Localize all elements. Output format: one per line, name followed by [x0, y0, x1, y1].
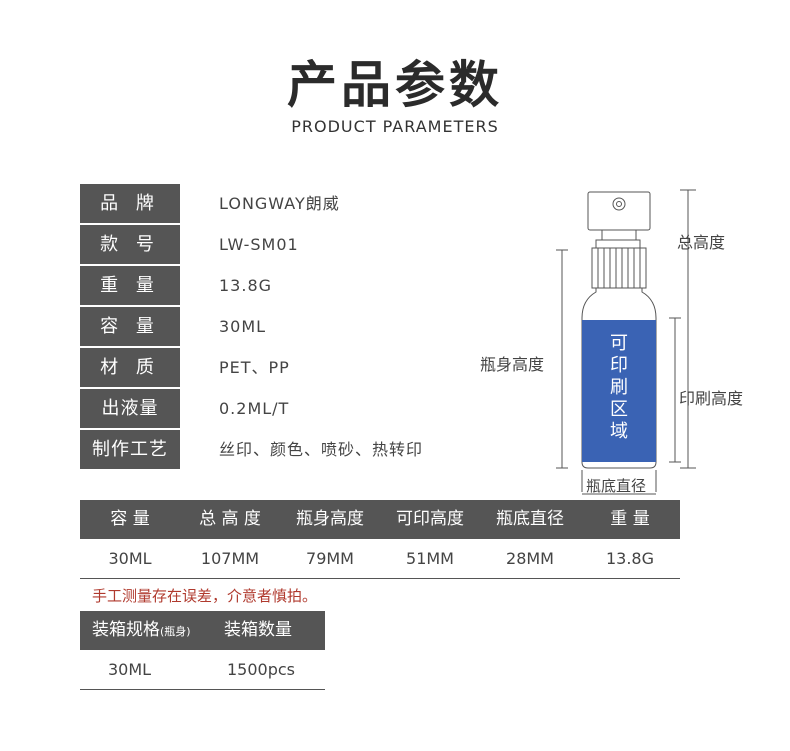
spec-value: 30ML: [219, 317, 267, 336]
bottle-diagram: 可印刷区域 总高度 瓶身高度 印刷高度 瓶底直径: [470, 180, 790, 500]
spec-row-weight: 重 量 13.8G: [80, 266, 480, 305]
spec-value: 0.2ML/T: [219, 399, 290, 418]
dim-value-cell: 107MM: [200, 549, 260, 568]
print-area-block: [582, 320, 656, 462]
dimensions-header: 容 量 总 高 度 瓶身高度 可印高度 瓶底直径 重 量: [80, 500, 680, 539]
spec-label: 出液量: [80, 389, 180, 428]
packing-spec-sub: (瓶身): [160, 625, 191, 638]
spec-value: LONGWAY朗威: [219, 194, 340, 213]
dim-header-cell: 容 量: [110, 509, 150, 529]
body-height-label: 瓶身高度: [480, 355, 545, 374]
packing-spec-value: 30ML: [108, 660, 152, 679]
spec-label: 重 量: [80, 266, 180, 305]
spec-row-material: 材 质 PET、PP: [80, 348, 480, 387]
dim-value-cell: 28MM: [506, 549, 554, 568]
spec-row-brand: 品 牌 LONGWAY朗威: [80, 184, 480, 223]
dim-value-cell: 30ML: [108, 549, 152, 568]
page-subtitle: PRODUCT PARAMETERS: [291, 117, 499, 136]
spec-label: 款 号: [80, 225, 180, 264]
packing-qty-header: 装箱数量: [224, 620, 292, 640]
total-height-label: 总高度: [677, 233, 726, 252]
spec-row-model: 款 号 LW-SM01: [80, 225, 480, 264]
spec-label: 容 量: [80, 307, 180, 346]
page-title: 产品参数: [287, 56, 503, 114]
dim-header-cell: 重 量: [610, 509, 650, 529]
spec-label: 制作工艺: [80, 430, 180, 469]
packing-header: 装箱规格(瓶身) 装箱数量: [80, 611, 325, 650]
dim-value-cell: 13.8G: [605, 549, 655, 568]
spec-row-capacity: 容 量 30ML: [80, 307, 480, 346]
measurement-note: 手工测量存在误差，介意者慎拍。: [92, 587, 318, 605]
dim-value-cell: 51MM: [406, 549, 454, 568]
spec-value: PET、PP: [219, 358, 290, 377]
dim-header-cell: 瓶底直径: [496, 509, 564, 529]
spec-label: 材 质: [80, 348, 180, 387]
spec-value: 13.8G: [219, 276, 273, 295]
packing-values: 30ML 1500pcs: [80, 651, 325, 690]
spec-value: 丝印、颜色、喷砂、热转印: [219, 440, 424, 459]
print-height-label: 印刷高度: [679, 389, 744, 408]
dim-value-cell: 79MM: [306, 549, 354, 568]
bottle-illustration-icon: [556, 189, 696, 495]
dim-header-cell: 总 高 度: [199, 509, 261, 529]
spec-label: 品 牌: [80, 184, 180, 223]
spec-row-output: 出液量 0.2ML/T: [80, 389, 480, 428]
packing-spec-header: 装箱规格(瓶身): [92, 620, 191, 640]
dim-header-cell: 瓶身高度: [296, 509, 364, 529]
spec-row-process: 制作工艺 丝印、颜色、喷砂、热转印: [80, 430, 480, 469]
dim-header-cell: 可印高度: [396, 509, 464, 529]
bottom-diameter-label: 瓶底直径: [586, 477, 647, 495]
spec-value: LW-SM01: [219, 235, 299, 254]
print-area-label: 可印刷区域: [610, 333, 628, 442]
packing-qty-value: 1500pcs: [227, 660, 296, 679]
dimensions-values: 30ML 107MM 79MM 51MM 28MM 13.8G: [80, 540, 680, 579]
